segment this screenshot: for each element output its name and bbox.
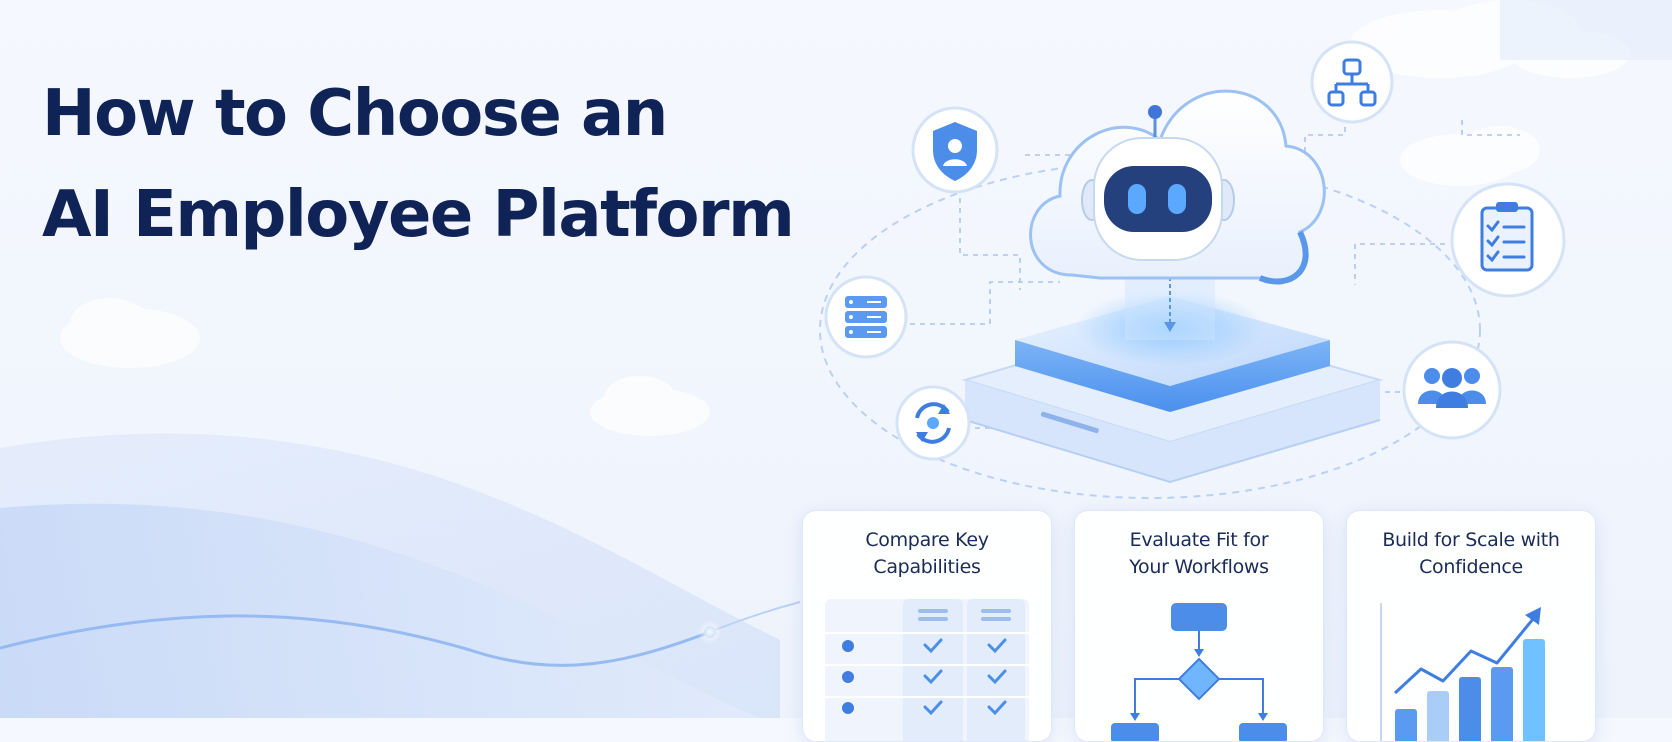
flowchart-icon bbox=[1111, 603, 1287, 741]
card-title: Build for Scale with Confidence bbox=[1382, 529, 1560, 578]
clipboard-checklist-icon bbox=[1450, 182, 1566, 298]
card-compare-capabilities: Compare Key Capabilities bbox=[802, 510, 1052, 742]
server-platform bbox=[961, 250, 1384, 484]
card-title: Evaluate Fit for Your Workflows bbox=[1129, 529, 1269, 578]
page-title-line-1: How to Choose an bbox=[42, 77, 668, 151]
sync-icon bbox=[895, 385, 971, 461]
sitemap-icon bbox=[1310, 40, 1394, 124]
background-decoration bbox=[0, 0, 1672, 718]
comparison-table-icon bbox=[825, 599, 1029, 741]
card-title: Compare Key Capabilities bbox=[865, 529, 989, 578]
card-evaluate-fit: Evaluate Fit for Your Workflows bbox=[1074, 510, 1324, 742]
server-rack-icon bbox=[824, 275, 908, 359]
page-title-line-2: AI Employee Platform bbox=[42, 178, 795, 252]
platform-illustration bbox=[819, 40, 1566, 499]
card-build-scale: Build for Scale with Confidence bbox=[1346, 510, 1596, 742]
team-icon bbox=[1402, 340, 1502, 440]
shield-user-icon bbox=[911, 106, 999, 194]
growth-chart-icon bbox=[1380, 603, 1545, 741]
cloud-robot-icon bbox=[1029, 89, 1326, 285]
